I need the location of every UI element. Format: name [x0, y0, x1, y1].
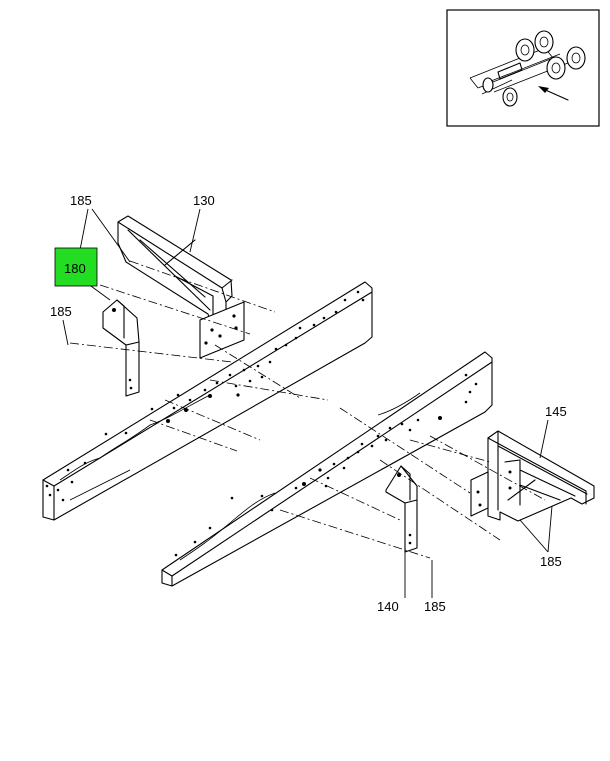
fastener-centerlines — [69, 260, 546, 559]
leader-lines — [62, 208, 553, 598]
bracket-180 — [102, 299, 140, 397]
callout-185-left: 185 — [50, 304, 72, 319]
bracket-140 — [385, 465, 418, 553]
callout-180: 180 — [64, 261, 86, 276]
right-frame-rail — [161, 351, 493, 587]
callout-185-right: 185 — [540, 554, 562, 569]
bracket-145 — [470, 430, 595, 522]
locator-inset — [446, 9, 600, 127]
callout-185-bottom: 185 — [424, 599, 446, 614]
callouts: 185 130 180 185 145 185 140 185 — [50, 193, 567, 614]
callout-180-highlight — [54, 247, 98, 287]
right-rail-holes — [174, 373, 478, 557]
callout-185-top: 185 — [70, 193, 92, 208]
left-rail-holes — [45, 290, 365, 502]
left-frame-rail — [42, 281, 373, 521]
callout-140: 140 — [377, 599, 399, 614]
callout-145: 145 — [545, 404, 567, 419]
callout-130: 130 — [193, 193, 215, 208]
